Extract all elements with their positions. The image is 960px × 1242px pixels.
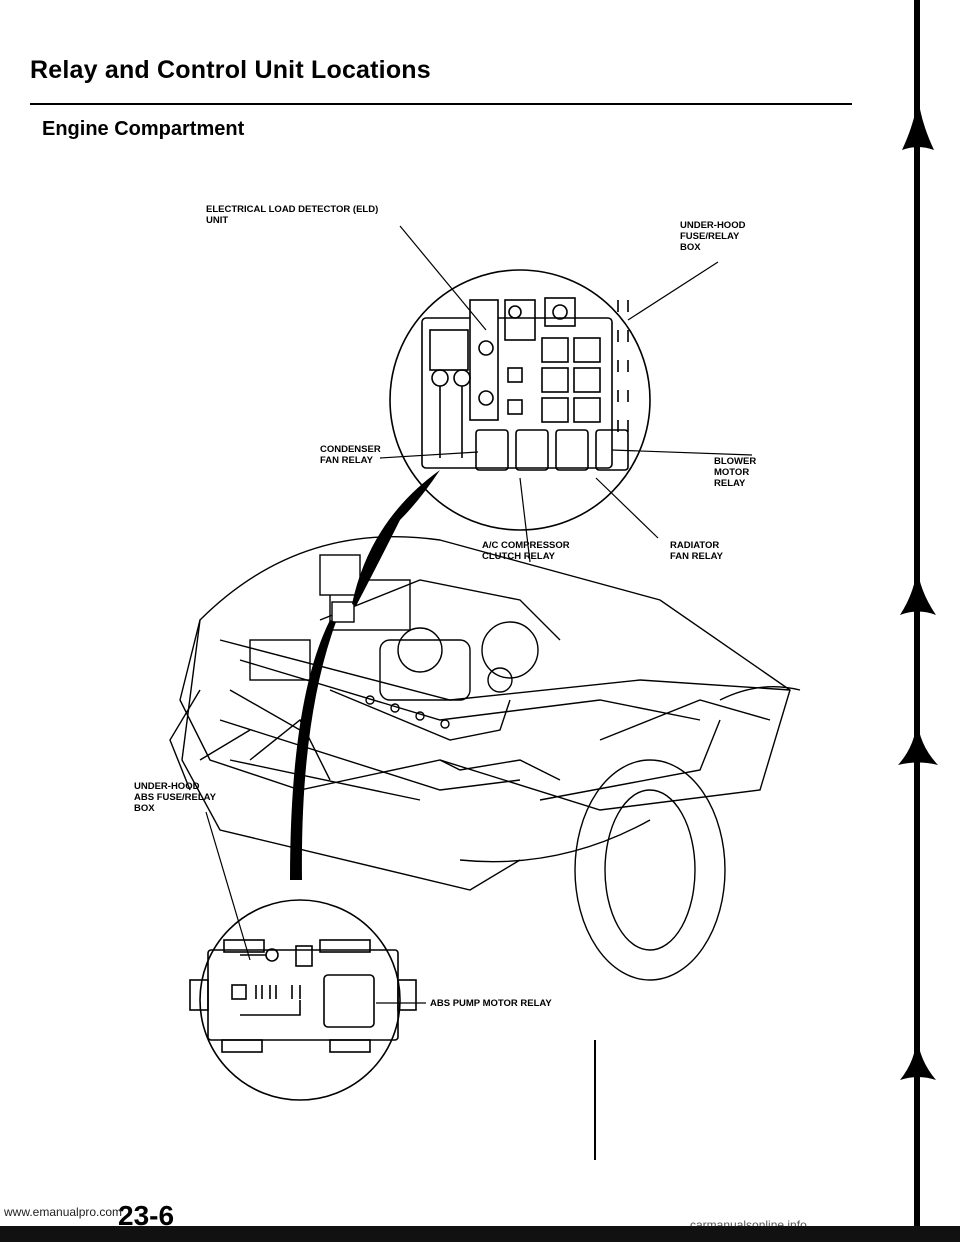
vehicle-engine-bay-icon — [169, 535, 801, 981]
page-number: 23-6 — [118, 1200, 175, 1231]
abs-relay-box-icon — [189, 899, 417, 1101]
label-condenser-fan-relay: CONDENSER FAN RELAY — [320, 444, 381, 466]
label-underhood-abs-fuse-relay-box: UNDER-HOOD ABS FUSE/RELAY BOX — [134, 781, 216, 814]
label-eld-unit: ELECTRICAL LOAD DETECTOR (ELD) UNIT — [206, 204, 379, 226]
title-divider — [30, 103, 852, 105]
footer-url[interactable]: www.emanualpro.com — [4, 1205, 123, 1219]
page-edge-tabs — [898, 0, 938, 1226]
label-abs-pump-motor-relay: ABS PUMP MOTOR RELAY — [430, 998, 552, 1009]
section-title: Engine Compartment — [42, 118, 245, 140]
label-underhood-fuse-relay-box: UNDER-HOOD FUSE/RELAY BOX — [680, 220, 746, 253]
leader-lines-upper — [379, 225, 753, 563]
label-ac-compressor-clutch-relay: A/C COMPRESSOR CLUTCH RELAY — [482, 540, 570, 562]
label-blower-motor-relay: BLOWER MOTOR RELAY — [714, 456, 757, 489]
page-title: Relay and Control Unit Locations — [30, 56, 431, 84]
label-radiator-fan-relay: RADIATOR FAN RELAY — [670, 540, 723, 562]
leader-lines-lower — [205, 811, 426, 1004]
callout-strokes — [290, 470, 440, 880]
fuse-relay-box-icon — [389, 269, 651, 531]
bottom-bar — [0, 1226, 960, 1242]
